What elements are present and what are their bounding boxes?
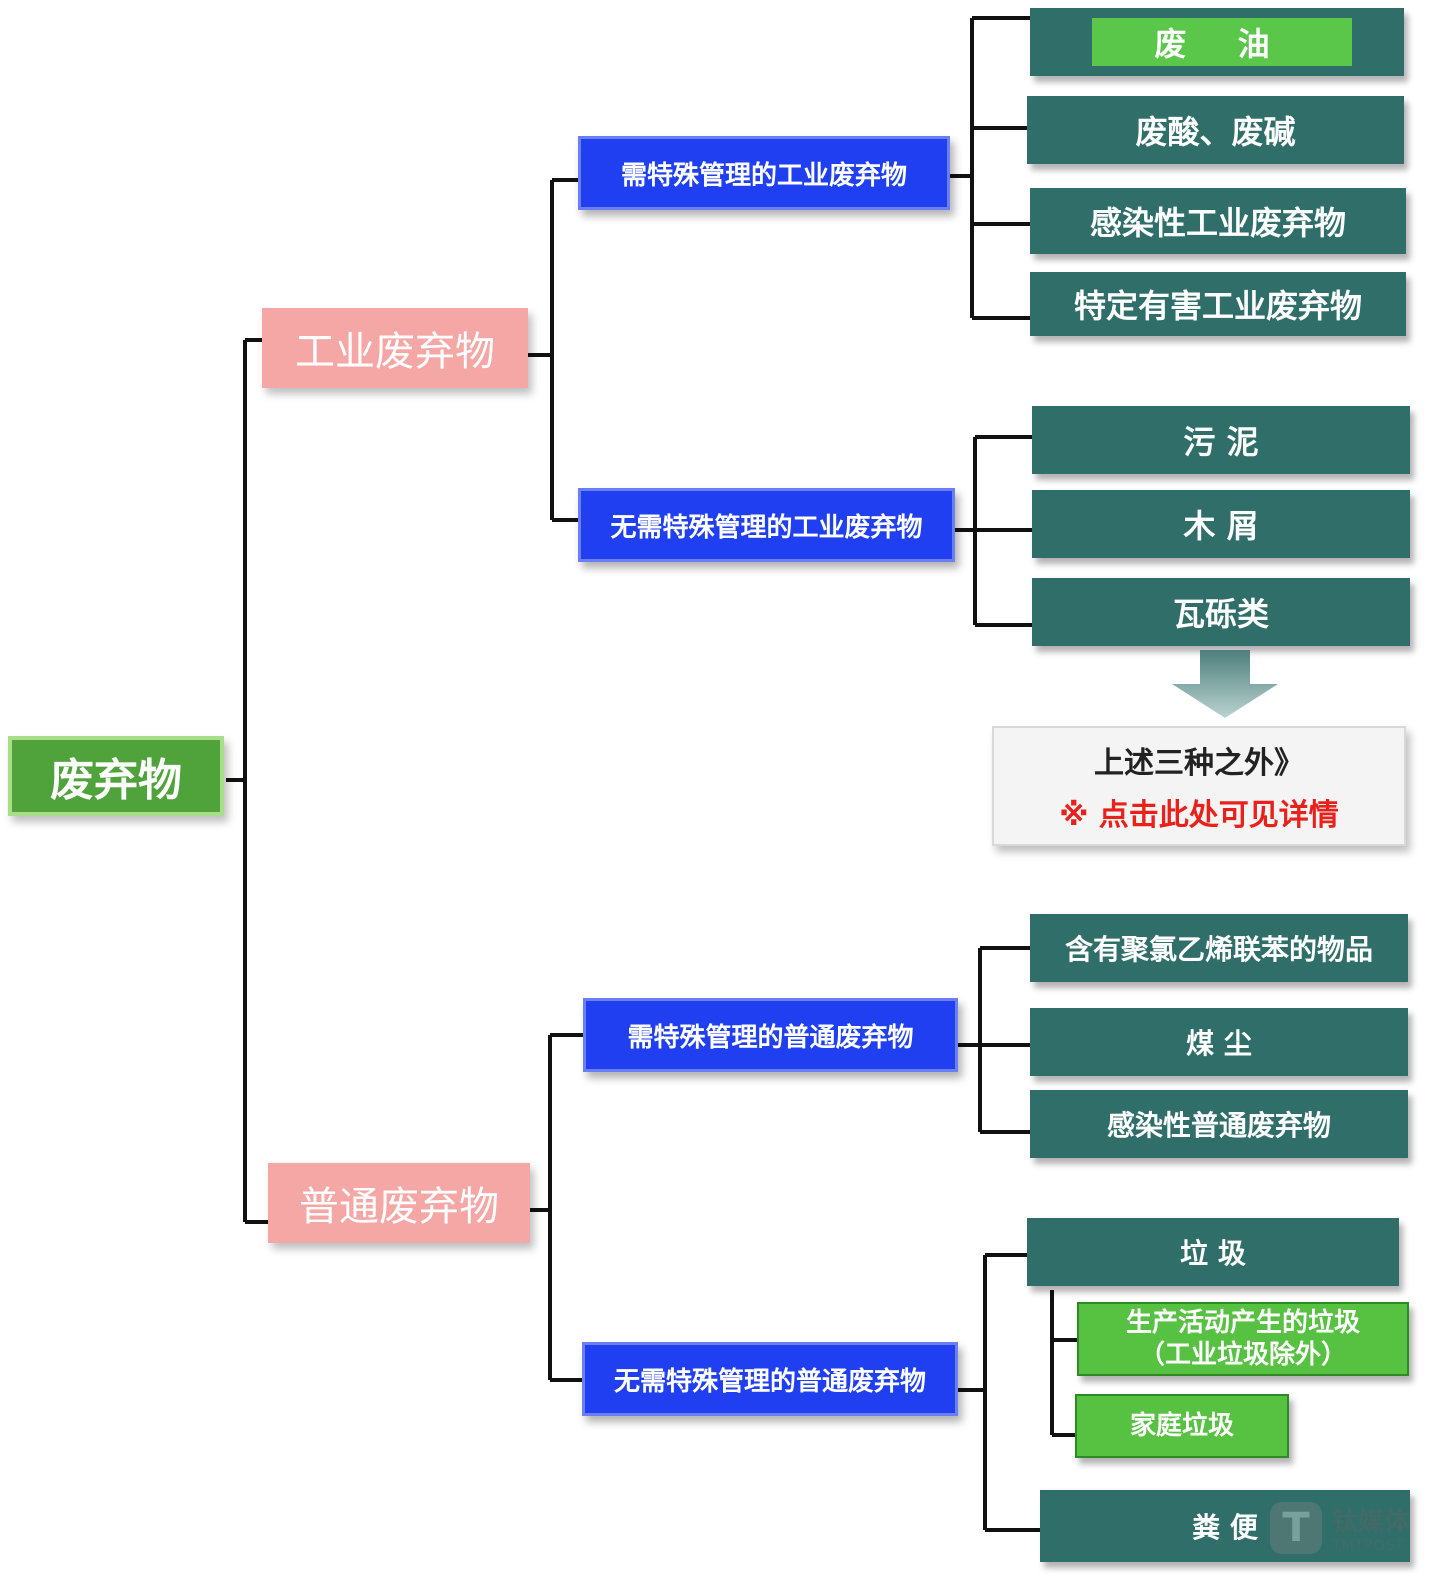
industrial-ordinary-label: 无需特殊管理的工业废弃物 (610, 512, 923, 543)
leaf-label: 含有聚氯乙烯联苯的物品 (1064, 933, 1373, 966)
leaf-wood-chips: 木 屑 (1032, 490, 1410, 558)
leaf-coal-dust: 煤 尘 (1030, 1008, 1408, 1076)
leaf-waste-acid-alkali: 废酸、废碱 (1027, 96, 1404, 164)
leaf-rubble: 瓦砾类 (1032, 578, 1410, 646)
leaf-label: 特定有害工业废弃物 (1073, 287, 1362, 325)
leaf-hazardous-industrial: 特定有害工业废弃物 (1030, 272, 1406, 336)
general-ordinary-label: 无需特殊管理的普通废弃物 (613, 1366, 926, 1397)
general-ordinary-node: 无需特殊管理的普通废弃物 (582, 1342, 958, 1416)
category-industrial: 工业废弃物 (262, 308, 528, 388)
category-general: 普通废弃物 (268, 1163, 530, 1243)
leaf-infectious-general: 感染性普通废弃物 (1030, 1090, 1408, 1158)
down-arrow-icon (1172, 650, 1278, 718)
leaf-garbage: 垃 圾 (1027, 1218, 1399, 1286)
category-general-label: 普通废弃物 (299, 1184, 499, 1230)
watermark: T 钛媒体 TMTPOST (1269, 1501, 1410, 1554)
details-note[interactable]: 上述三种之外》 ※ 点击此处可见详情 (992, 726, 1406, 846)
general-special-node: 需特殊管理的普通废弃物 (583, 998, 958, 1072)
leaf-label: 瓦砾类 (1172, 595, 1269, 633)
leaf-label: 感染性工业废弃物 (1089, 204, 1346, 242)
leaf-label: 污 泥 (1183, 423, 1259, 461)
leaf-label: 木 屑 (1183, 507, 1259, 545)
root-label: 废弃物 (50, 755, 182, 806)
general-special-label: 需特殊管理的普通废弃物 (627, 1022, 914, 1053)
industrial-special-node: 需特殊管理的工业废弃物 (578, 136, 950, 210)
leaf-label: 垃 圾 (1180, 1237, 1246, 1270)
root-node: 废弃物 (8, 736, 224, 816)
leaf-label: 废酸、废碱 (1135, 113, 1296, 151)
leaf-sludge: 污 泥 (1032, 406, 1410, 474)
details-link[interactable]: ※ 点击此处可见详情 (1059, 798, 1339, 833)
leaf-excrement: 粪 便 (1040, 1490, 1410, 1562)
leaf-pcb-items: 含有聚氯乙烯联苯的物品 (1030, 914, 1408, 982)
watermark-name-en: TMTPOST (1331, 1538, 1406, 1554)
production-garbage-label: 生产活动产生的垃圾 (1125, 1308, 1360, 1338)
household-garbage-label: 家庭垃圾 (1129, 1411, 1234, 1441)
watermark-logo-icon: T (1269, 1501, 1322, 1554)
leaf-label: 煤 尘 (1186, 1027, 1252, 1060)
leaf-label: 感染性普通废弃物 (1106, 1109, 1331, 1142)
leaf-label: 粪 便 (1192, 1511, 1258, 1544)
leaf-waste-oil: 废 油 (1030, 8, 1404, 76)
watermark-name: 钛媒体 (1331, 1507, 1410, 1537)
category-industrial-label: 工业废弃物 (295, 329, 495, 375)
waste-oil-highlight: 废 油 (1092, 18, 1352, 66)
industrial-ordinary-node: 无需特殊管理的工业废弃物 (578, 488, 955, 562)
leaf-infectious-industrial: 感染性工业废弃物 (1030, 188, 1406, 254)
leaf-production-garbage: 生产活动产生的垃圾 （工业垃圾除外） (1077, 1302, 1409, 1376)
leaf-household-garbage: 家庭垃圾 (1075, 1394, 1289, 1458)
production-garbage-note: （工业垃圾除外） (1138, 1340, 1347, 1370)
note-main-text: 上述三种之外》 (1094, 746, 1304, 781)
waste-oil-label: 废 油 (1154, 25, 1290, 63)
industrial-special-label: 需特殊管理的工业废弃物 (620, 160, 907, 191)
